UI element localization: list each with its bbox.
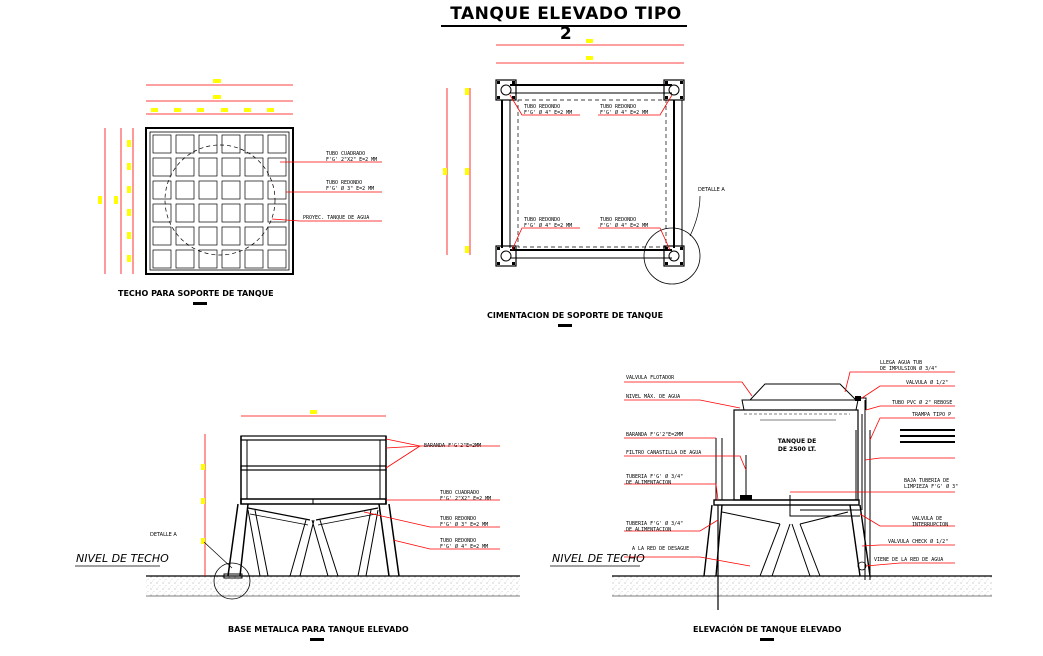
label-detalle-a-base: DETALLE A: [150, 532, 177, 538]
label-baranda: BARANDA F'G'2"E=2MM: [424, 443, 482, 449]
scale-mark: [193, 302, 207, 305]
view-base-structure: [213, 435, 400, 600]
label-proyeccion: PROYEC. TANQUE DE AGUA: [303, 215, 370, 221]
ground-elevacion: [612, 575, 992, 597]
view-title-techo: TECHO PARA SOPORTE DE TANQUE: [118, 289, 274, 298]
dims-base: [204, 415, 386, 576]
column-pipes: [500, 84, 680, 262]
label-red-desague: A LA RED DE DESAGUE: [632, 546, 690, 552]
view-elevacion: [703, 383, 871, 610]
misc-base: [75, 541, 233, 569]
detail-a-circle: [213, 562, 251, 600]
view-techo: [145, 127, 382, 275]
dim-marks-base: [201, 410, 317, 544]
scale-mark: [760, 638, 774, 641]
label-tuberia-alim-2: TUBERIA F'G' Ø 3/4"DE ALIMENTACION: [626, 521, 684, 533]
leaders-cimentacion: [509, 94, 673, 251]
drawing-title: TANQUE ELEVADO TIPO 2: [450, 4, 682, 44]
label-trampa: TRAMPA TIPO P: [912, 412, 952, 418]
label-valvula-check: VALVULA CHECK Ø 1/2": [888, 539, 949, 545]
scale-mark: [558, 324, 572, 327]
roof-grid-cells: [152, 134, 287, 269]
dim-marks-techo: [98, 79, 274, 262]
label-tuberia-alim-1: TUBERIA F'G' Ø 3/4"DE ALIMENTACION: [626, 474, 684, 486]
title-underline: [441, 25, 687, 27]
label-valvula-12: VALVULA Ø 1/2": [906, 380, 949, 386]
label-detalle-a: DETALLE A: [698, 187, 725, 193]
label-filtro: FILTRO CANASTILLA DE AGUA: [626, 450, 702, 456]
view-title-cimentacion: CIMENTACION DE SOPORTE DE TANQUE: [487, 311, 664, 320]
ground-base: [146, 575, 520, 597]
label-valvula-flotador: VALVULA FLOTADOR: [626, 375, 675, 381]
scale-mark: [310, 638, 324, 641]
tank-rim-details: [740, 396, 861, 500]
dims-techo: [104, 84, 293, 274]
label-nivel-techo-base: NIVEL DE TECHO: [76, 552, 169, 565]
view-cimentacion: [495, 79, 701, 285]
label-nivel-techo-elev: NIVEL DE TECHO: [552, 552, 645, 565]
column-bolts: [497, 81, 683, 265]
trampa-symbol: [900, 429, 955, 443]
view-title-base: BASE METALICA PARA TANQUE ELEVADO: [228, 625, 409, 634]
detail-a-circle: [643, 227, 701, 285]
leaders-elevacion: [624, 371, 955, 567]
view-title-elevacion: ELEVACIÓN DE TANQUE ELEVADO: [693, 625, 842, 634]
label-baranda-elev: BARANDA F'G'2"E=2MM: [626, 432, 684, 438]
tank-projection-circle: [164, 144, 276, 256]
leaders-base: [363, 438, 500, 550]
dim-marks-cimentacion: [443, 39, 593, 253]
label-tubo-pvc: TUBO PVC Ø 2" REBOSE: [892, 400, 953, 406]
label-nivel-max: NIVEL MÁX. DE AGUA: [626, 394, 681, 400]
label-viene-red: VIENE DE LA RED DE AGUA: [874, 557, 944, 563]
column-base-plates: [495, 79, 685, 267]
